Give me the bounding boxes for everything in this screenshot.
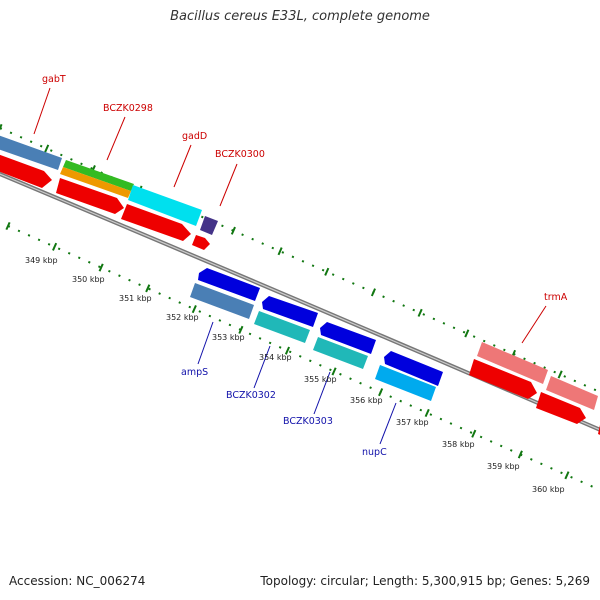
top-label-leaders (33, 87, 547, 344)
cds-arrow-5 (469, 359, 537, 399)
scale-label: 359 kbp (487, 462, 520, 471)
ring-tick (191, 305, 197, 314)
gene-bar-trmA-b (546, 376, 598, 410)
ring-tick (324, 267, 330, 276)
ring-tick (517, 450, 523, 459)
forward-cds-row (0, 154, 600, 435)
topology-text: Topology: circular; Length: 5,300,915 bp… (260, 574, 590, 588)
gene-bar-gadD (128, 185, 202, 226)
gene-label-BCZK0303: BCZK0303 (283, 416, 333, 427)
gene-bar-BCZK0298-green (63, 160, 134, 191)
rev-arrow-3 (320, 322, 376, 354)
gene-label-ampS: ampS (181, 367, 208, 378)
scale-label: 355 kbp (304, 375, 337, 384)
scale-label: 356 kbp (350, 396, 383, 405)
accession-text: Accession: NC_006274 (9, 574, 146, 588)
ring-tick (370, 288, 376, 297)
gene-label-BCZK0298: BCZK0298 (103, 103, 153, 114)
ring-tick (417, 308, 423, 317)
inner-dotted-ring (7, 225, 600, 491)
map-title: Bacillus cereus E33L, complete genome (170, 9, 430, 24)
ring-tick (564, 471, 570, 480)
reverse-genes (190, 268, 443, 401)
ring-tick (5, 221, 11, 231)
ring-tick (471, 429, 477, 438)
ring-tick (277, 247, 283, 256)
ring-tick (424, 408, 430, 418)
gene-label-trmA: trmA (544, 292, 568, 303)
rev-arrow-2 (262, 296, 318, 327)
ring-tick (557, 370, 563, 379)
scale-labels: 349 kbp 350 kbp 351 kbp 352 kbp 353 kbp … (25, 256, 565, 494)
cds-arrow-3 (121, 204, 191, 241)
bottom-label-leaders (197, 321, 397, 445)
scale-label: 350 kbp (72, 275, 105, 284)
gene-label-gabT: gabT (42, 74, 66, 85)
ring-tick (331, 367, 337, 376)
scale-label: 351 kbp (119, 294, 152, 303)
scale-label: 357 kbp (396, 418, 429, 427)
outer-dotted-ring (0, 127, 600, 393)
rev-arrow-1 (198, 268, 260, 301)
ring-tick (230, 226, 236, 235)
cds-arrow-1 (0, 154, 52, 188)
gene-label-BCZK0302: BCZK0302 (226, 390, 276, 401)
gene-bar-gabT (0, 135, 62, 170)
gene-label-nupC: nupC (362, 447, 387, 458)
ring-tick (378, 388, 384, 397)
outer-tick-marks (0, 123, 563, 379)
scale-label: 352 kbp (166, 313, 199, 322)
gene-bar-trmA-a (477, 342, 548, 384)
gene-bar-BCZK0298-orange (60, 167, 131, 198)
forward-genes-upper (0, 135, 598, 410)
scale-label: 349 kbp (25, 256, 58, 265)
gene-label-BCZK0300: BCZK0300 (215, 149, 265, 160)
gene-bar-BCZK0303 (313, 337, 368, 369)
scale-label: 360 kbp (532, 485, 565, 494)
genome-backbone (0, 171, 600, 433)
ring-tick (284, 346, 291, 355)
scale-label: 354 kbp (259, 353, 292, 362)
cds-arrow-6 (536, 392, 586, 424)
gene-label-gadD: gadD (182, 131, 207, 142)
gene-bar-BCZK0300 (200, 216, 218, 235)
cds-arrow-4 (192, 235, 210, 250)
gene-bar-ampS (190, 283, 254, 319)
ring-tick (0, 123, 3, 131)
gene-bar-nupC (375, 365, 436, 401)
ring-tick (44, 144, 50, 153)
ring-tick (98, 263, 104, 272)
rev-arrow-4 (384, 351, 443, 386)
gene-bar-BCZK0302 (254, 311, 310, 343)
inner-tick-marks (5, 221, 570, 480)
cds-arrow-2 (56, 178, 124, 214)
ring-tick (52, 242, 58, 251)
ring-tick (464, 329, 470, 338)
ring-tick (238, 325, 244, 334)
ring-tick (145, 284, 151, 293)
scale-label: 353 kbp (212, 333, 245, 342)
scale-label: 358 kbp (442, 440, 475, 449)
